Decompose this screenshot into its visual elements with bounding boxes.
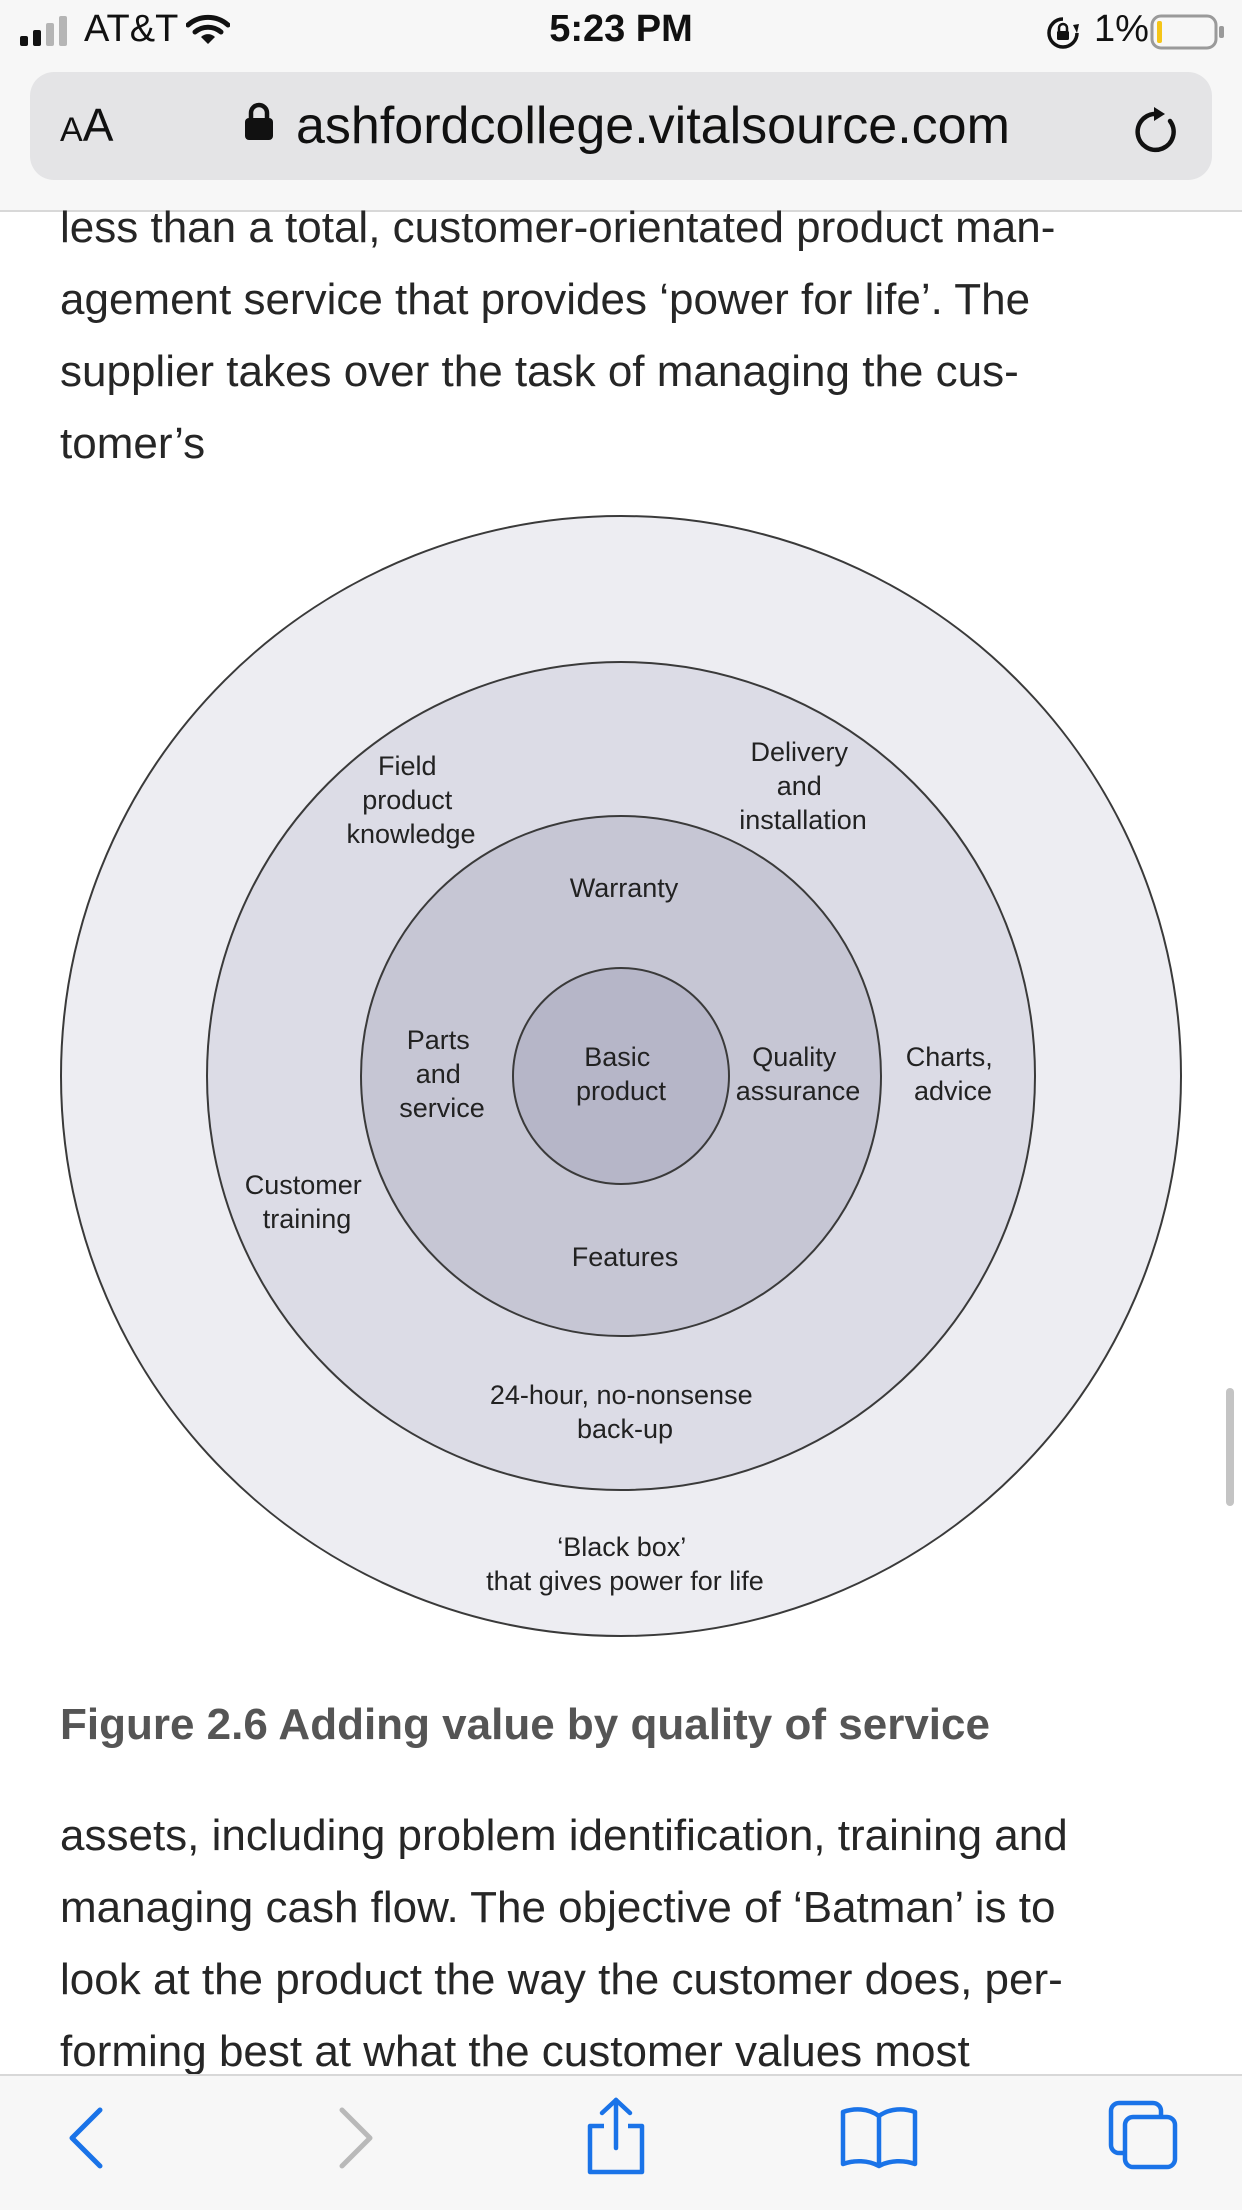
tabs-icon[interactable]	[1108, 2100, 1178, 2170]
charts-advice-label: Charts, advice	[906, 1042, 1001, 1106]
field-product-knowledge-label: Field product knowledge	[346, 751, 475, 849]
share-icon[interactable]	[584, 2096, 648, 2176]
text-size-button[interactable]: AA	[60, 98, 113, 152]
backup-label: 24-hour, no-nonsense back-up	[490, 1380, 760, 1444]
url-field[interactable]: AA ashfordcollege.vitalsource.com	[30, 72, 1212, 180]
text-line: less than a total, customer-orientated p…	[60, 203, 1056, 252]
browser-address-bar: AA ashfordcollege.vitalsource.com	[0, 62, 1242, 212]
reload-icon[interactable]	[1134, 106, 1182, 156]
paragraph-before-figure: less than a total, customer-orientated p…	[60, 192, 1190, 480]
back-chevron-icon[interactable]	[64, 2106, 108, 2170]
wifi-icon	[186, 14, 230, 44]
core-label: Basic product	[576, 1042, 667, 1106]
paragraph-after-figure: assets, including problem identification…	[60, 1800, 1190, 2088]
delivery-and-installation-label: Delivery and installation	[739, 737, 867, 835]
black-box-label: ‘Black box’ that gives power for life	[486, 1532, 764, 1596]
browser-toolbar	[0, 2074, 1242, 2210]
bookmarks-icon[interactable]	[840, 2104, 918, 2170]
text-size-large-glyph: A	[82, 99, 114, 151]
text-size-small-glyph: A	[60, 111, 83, 149]
forward-chevron-icon[interactable]	[334, 2106, 378, 2170]
carrier-label: AT&T	[84, 8, 179, 50]
figure-caption: Figure 2.6 Adding value by quality of se…	[60, 1700, 990, 1749]
customer-training-label: Customer training	[245, 1170, 370, 1234]
battery-percent: 1%	[1094, 8, 1149, 50]
text-line: look at the product the way the customer…	[60, 1955, 1063, 2004]
text-line: agement service that provides ‘power for…	[60, 275, 1031, 324]
value-rings-diagram: Basic product Warranty Parts and service…	[60, 515, 1182, 1637]
cellular-signal-icon	[20, 16, 67, 46]
battery-icon	[1150, 14, 1224, 50]
url-text: ashfordcollege.vitalsource.com	[296, 97, 1010, 155]
text-line: supplier takes over the task of managing…	[60, 347, 1019, 396]
quality-assurance-label: Quality assurance	[736, 1042, 861, 1106]
warranty-label: Warranty	[570, 873, 679, 903]
text-line: assets, including problem identification…	[60, 1811, 1068, 1860]
clock: 5:23 PM	[549, 8, 693, 50]
text-line: managing cash flow. The objective of ‘Ba…	[60, 1883, 1056, 1932]
parts-and-service-label: Parts and service	[399, 1025, 485, 1123]
orientation-lock-icon	[1047, 17, 1079, 49]
text-line: tomer’s	[60, 419, 206, 468]
scroll-indicator[interactable]	[1226, 1388, 1234, 1506]
lock-icon	[245, 102, 273, 140]
status-bar: AT&T 5:23 PM 1%	[0, 0, 1242, 62]
text-line: forming best at what the customer values…	[60, 2027, 970, 2076]
core-circle	[512, 967, 730, 1185]
features-label: Features	[572, 1242, 679, 1272]
